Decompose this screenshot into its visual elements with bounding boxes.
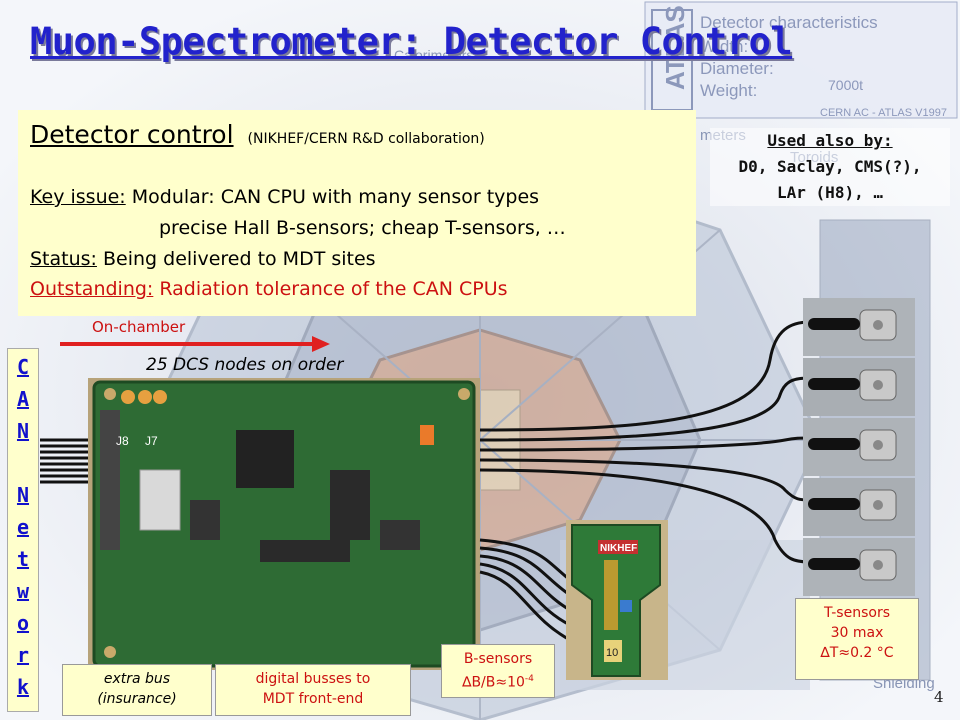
can-network-letter: N (16, 483, 30, 507)
outstanding-line: Outstanding: Radiation tolerance of the … (30, 278, 508, 300)
key-issue-label: Key issue: (30, 186, 126, 208)
outstanding-text: Radiation tolerance of the CAN CPUs (153, 278, 508, 300)
panel-weight: Weight: (700, 81, 757, 100)
dcs-nodes-label: 25 DCS nodes on order (146, 355, 344, 375)
key-issue-line: Key issue: Modular: CAN CPU with many se… (30, 186, 539, 208)
panel-heading: Detector characteristics (700, 13, 878, 32)
bsensor-cables (479, 538, 571, 642)
can-network-letter: e (16, 515, 30, 539)
can-network-letter: N (16, 419, 30, 443)
tsensors-line3-wrap: ∆T≈0.2 °C (796, 643, 918, 663)
panel-weight-value: 7000t (828, 77, 863, 93)
bsensors-line2-wrap: ∆B/B≈10-4 (442, 669, 554, 693)
dcs-node-board: J8 J7 (88, 378, 480, 670)
panel-width: Width: (700, 37, 748, 56)
can-network-letter: C (16, 355, 30, 379)
status-line: Status: Being delivered to MDT sites (30, 248, 376, 270)
used-also-by-line1: D0, Saclay, CMS(?), (738, 157, 922, 176)
textbox-heading-line: Detector control (NIKHEF/CERN R&D collabo… (30, 120, 485, 149)
detector-info-panel: ATLAS Detector characteristics Width: Di… (660, 5, 947, 119)
tsensors-line1: T-sensors (823, 605, 890, 621)
digital-line1: digital busses to (255, 671, 371, 687)
key-issue-text: Modular: CAN CPU with many sensor types (125, 186, 540, 208)
can-network-letter: r (16, 643, 30, 667)
detector-control-textbox: Detector control (NIKHEF/CERN R&D collabo… (18, 110, 696, 316)
nikhef-logo: NIKHEF (600, 543, 637, 554)
extra-bus-line2: (insurance) (97, 691, 177, 707)
bsensor-board: NIKHEF 10 (566, 520, 668, 680)
status-label: Status: (30, 248, 97, 270)
page-number: 4 (934, 688, 944, 706)
bsensors-line1: B-sensors (463, 651, 533, 667)
tsensors-caption: T-sensors 30 max ∆T≈0.2 °C (795, 598, 919, 680)
bsensors-exponent: -4 (524, 674, 534, 684)
can-network-letter: t (16, 547, 30, 571)
bg-label-calorimeters: Calorimeters (394, 47, 473, 63)
on-chamber-label: On-chamber (92, 318, 186, 336)
digital-line2: MDT front-end (262, 691, 364, 707)
extra-bus-caption: extra bus (insurance) (62, 664, 212, 716)
panel-caption: CERN AC - ATLAS V1997 (820, 107, 947, 119)
can-cable-bundle (40, 438, 95, 484)
panel-diameter: Diameter: (700, 59, 774, 78)
slide-title: Muon-Spectrometer: Detector Control (30, 20, 793, 63)
atlas-logo: ATLAS (660, 5, 690, 90)
used-also-by-block: Used also by: D0, Saclay, CMS(?), LAr (H… (710, 128, 950, 206)
tsensors-unit: °C (876, 645, 894, 661)
status-text: Being delivered to MDT sites (96, 248, 376, 270)
tsensors-line3: ∆T≈0.2 (820, 645, 877, 661)
textbox-heading: Detector control (30, 120, 234, 149)
extra-bus-line1: extra bus (103, 671, 171, 687)
can-network-letter: k (16, 675, 30, 699)
board-label-j8: J8 (116, 434, 129, 448)
can-network-letter: o (16, 611, 30, 635)
bsensors-caption: B-sensors ∆B/B≈10-4 (441, 644, 555, 698)
board-label-j7: J7 (145, 434, 158, 448)
tsensor-photos (803, 298, 915, 596)
on-chamber-arrow (60, 336, 330, 352)
bsensors-line2: ∆B/B≈10 (462, 674, 525, 691)
bsensor-number: 10 (606, 647, 618, 659)
outstanding-label: Outstanding: (30, 278, 154, 300)
used-also-by-line2: LAr (H8), … (777, 183, 883, 202)
tsensor-cables (479, 320, 811, 564)
key-issue-text-2: precise Hall B-sensors; cheap T-sensors,… (159, 217, 566, 239)
digital-busses-caption: digital busses to MDT front-end (215, 664, 411, 716)
tsensors-line2: 30 max (830, 625, 884, 641)
textbox-heading-note: (NIKHEF/CERN R&D collaboration) (247, 131, 485, 147)
used-also-by-label: Used also by: (767, 131, 893, 150)
can-network-letter: w (16, 579, 30, 603)
can-network-letter: A (16, 387, 30, 411)
